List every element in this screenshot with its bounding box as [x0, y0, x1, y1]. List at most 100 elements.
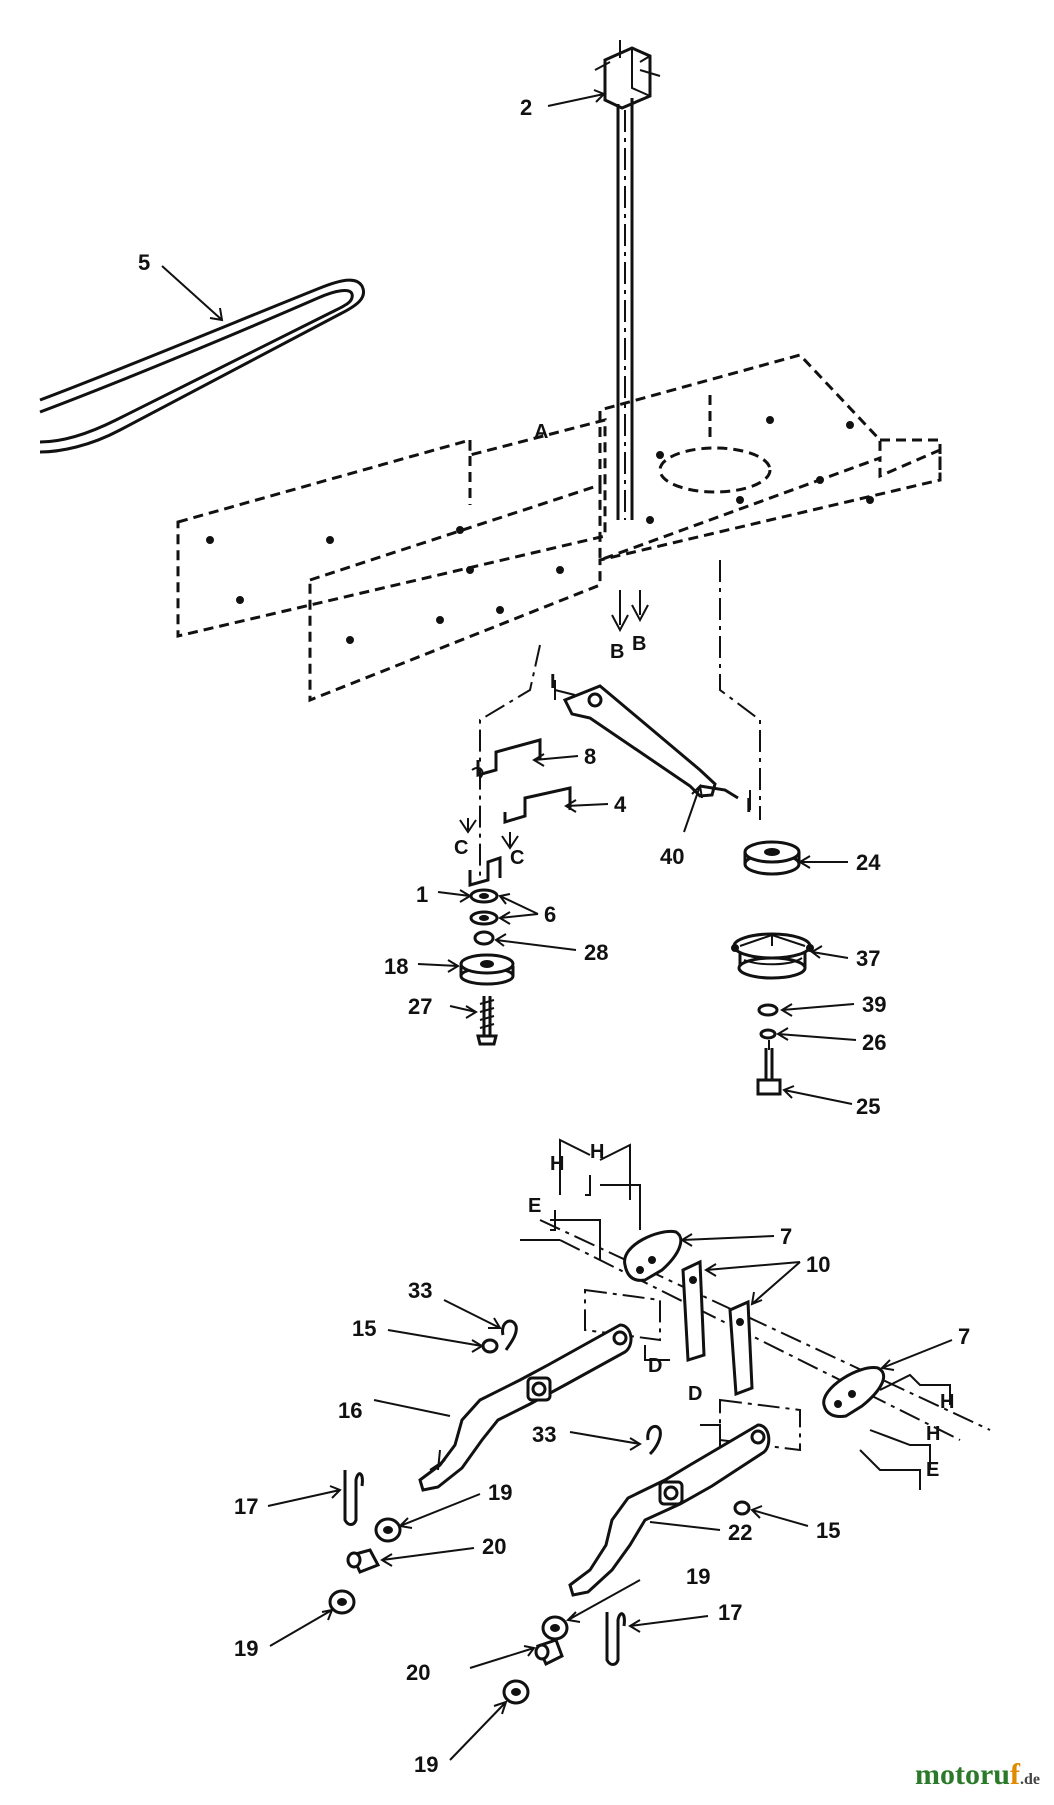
ref-letter-d2: D: [688, 1383, 702, 1405]
callout-8: 8: [584, 744, 596, 769]
ref-letter-e2: E: [926, 1459, 939, 1481]
ref-letter-d1: D: [648, 1355, 662, 1377]
callout-20-b: 20: [406, 1660, 430, 1685]
part-8-rod: [471, 738, 542, 779]
chain-line-pulley: [719, 560, 761, 820]
arrow-b1: [611, 590, 629, 633]
part-19-nut-d: [502, 1679, 530, 1705]
part-39-washer: [757, 1003, 779, 1017]
part-7-plate-upper: [623, 1229, 683, 1282]
part-19-nut-c: [541, 1615, 569, 1641]
ref-box-d1: [584, 1288, 661, 1342]
part-26-washer: [759, 1028, 777, 1040]
ref-h2: [585, 1175, 641, 1230]
callout-27: 27: [408, 994, 432, 1019]
part-7-plate-lower: [822, 1366, 885, 1418]
callout-10: 10: [806, 1252, 830, 1277]
ref-letter-h1: H: [550, 1153, 564, 1175]
arrow-c1: [459, 818, 477, 834]
callout-28: 28: [584, 940, 608, 965]
part-25-bolt: [756, 1048, 782, 1096]
part-37-clutch: [731, 932, 814, 980]
callout-15-a: 15: [352, 1316, 376, 1341]
part-24-pulley: [743, 840, 801, 876]
part-28-spacer: [473, 930, 495, 946]
part-19-nut-b: [328, 1589, 356, 1615]
part-33-pin-b: [646, 1424, 662, 1456]
ref-letter-b1: B: [610, 641, 624, 663]
callout-40: 40: [660, 844, 684, 869]
part-17-clip-b: [605, 1612, 626, 1666]
callout-24: 24: [856, 850, 881, 875]
callout-19-c: 19: [686, 1564, 710, 1589]
frame-front: [308, 353, 942, 703]
ref-d2: [700, 1424, 721, 1450]
callout-19-d: 19: [414, 1752, 438, 1777]
callout-33-a: 33: [408, 1278, 432, 1303]
callout-7-lower: 7: [958, 1324, 970, 1349]
part-19-nut-a: [374, 1517, 402, 1543]
ref-letter-h2: H: [590, 1141, 604, 1163]
ref-letter-a: A: [534, 421, 548, 443]
ref-box-d2: [719, 1398, 801, 1452]
part-22-lever: [568, 1423, 771, 1597]
reference-letters: A B B C C H H E D D H H E I I: [454, 421, 954, 1481]
frame-rear: [176, 418, 607, 638]
leader-lines: [161, 89, 953, 1761]
arrow-c2: [501, 832, 519, 850]
ref-letter-h4: H: [926, 1423, 940, 1445]
ref-e2: [859, 1449, 921, 1490]
callout-4: 4: [614, 792, 627, 817]
part-16-lever: [418, 1323, 633, 1492]
part-17-clip-a: [343, 1470, 364, 1526]
callout-22: 22: [728, 1520, 752, 1545]
callout-18: 18: [384, 954, 408, 979]
part-18-idler-pulley: [459, 953, 515, 986]
site-watermark: motoruf.de: [915, 1758, 1040, 1792]
ref-d1: [644, 1345, 670, 1361]
part-10-bracket-b: [728, 1299, 754, 1397]
ref-letter-b2: B: [632, 633, 646, 655]
callout-26: 26: [862, 1030, 886, 1055]
watermark-brand-f: f: [1010, 1758, 1020, 1791]
ref-letter-c1: C: [454, 837, 468, 859]
part-6-washers: [469, 888, 499, 926]
callout-labels: 2 5 8 4 40 24 1 6 28 18 37 27 39 26 25 7…: [138, 95, 970, 1777]
ref-letter-c2: C: [510, 847, 524, 869]
callout-19-b: 19: [234, 1636, 258, 1661]
watermark-brand: motoru: [915, 1758, 1010, 1791]
callout-16: 16: [338, 1398, 362, 1423]
part-20-fitting-a: [346, 1548, 381, 1574]
callout-20-a: 20: [482, 1534, 506, 1559]
callout-39: 39: [862, 992, 886, 1017]
part-33-pin-a: [501, 1319, 518, 1351]
callout-19-a: 19: [488, 1480, 512, 1505]
callout-1: 1: [416, 882, 428, 907]
part-5-belt: [39, 278, 365, 454]
ref-h1: [550, 1210, 601, 1260]
callout-6: 6: [544, 902, 556, 927]
frame-holes: [206, 416, 874, 644]
arrow-b2: [631, 590, 649, 623]
callout-17-a: 17: [234, 1494, 258, 1519]
part-27-bolt: [476, 996, 498, 1046]
part-15-washer-a: [481, 1338, 499, 1354]
callout-7-upper: 7: [780, 1224, 792, 1249]
part-20-fitting-b: [534, 1638, 564, 1667]
ref-letter-e1: E: [528, 1195, 541, 1217]
callout-25: 25: [856, 1094, 880, 1119]
part-40-idler-arm: [554, 680, 751, 810]
callout-17-b: 17: [718, 1600, 742, 1625]
watermark-suffix: .de: [1020, 1771, 1040, 1788]
callout-33-b: 33: [532, 1422, 556, 1447]
ref-letter-i1: I: [550, 671, 556, 693]
ref-letter-h3: H: [940, 1391, 954, 1413]
part-4-rod: [503, 786, 572, 825]
ref-letter-i2: I: [746, 795, 752, 817]
callout-37: 37: [856, 946, 880, 971]
part-15-washer-b: [733, 1500, 751, 1516]
ref-h4: [869, 1429, 931, 1470]
callout-15-b: 15: [816, 1518, 840, 1543]
